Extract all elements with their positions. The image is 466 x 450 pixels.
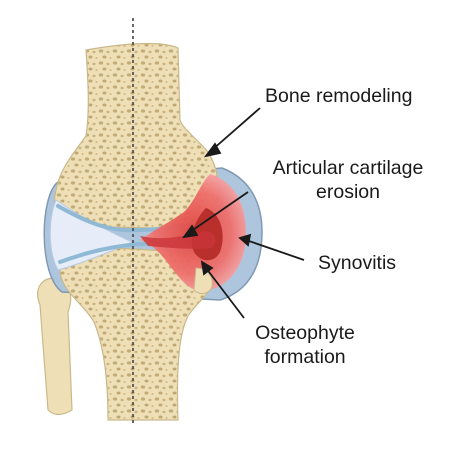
label-articular-cartilage-erosion: Articular cartilage erosion <box>262 156 434 204</box>
label-osteophyte-line2: formation <box>264 346 346 368</box>
label-synovitis: Synovitis <box>318 252 397 274</box>
label-cartilage-line2: erosion <box>316 181 380 203</box>
arrow-osteophyte <box>205 267 245 319</box>
arrow-bone-remodeling <box>211 107 261 151</box>
arrow-cartilage-erosion <box>189 191 249 233</box>
pointer-arrows <box>182 107 305 319</box>
label-osteophyte-line1: Osteophyte <box>255 322 355 344</box>
label-cartilage-line1: Articular cartilage <box>272 157 424 179</box>
tibia <box>59 247 215 421</box>
arrow-synovitis <box>245 239 305 261</box>
label-osteophyte-formation: Osteophyte formation <box>240 321 370 369</box>
fibula <box>37 277 73 416</box>
label-bone-remodeling: Bone remodeling <box>265 85 413 107</box>
